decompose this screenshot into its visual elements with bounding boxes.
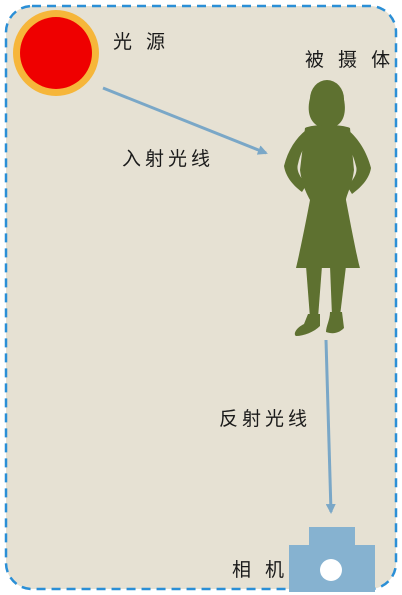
incident-light-arrow: [102, 86, 268, 155]
reflected-light-arrow: [324, 339, 336, 514]
light-source-label: 光 源: [113, 31, 170, 53]
reflected-light-label: 反射光线: [219, 408, 312, 430]
incident-light-label: 入射光线: [122, 148, 215, 170]
woman-silhouette-icon: [284, 80, 371, 336]
sun-icon: [13, 10, 99, 96]
subject-label: 被 摄 体: [305, 49, 395, 71]
camera-label: 相 机: [232, 559, 289, 581]
camera-icon: [289, 527, 375, 592]
camera-lens: [320, 559, 342, 581]
